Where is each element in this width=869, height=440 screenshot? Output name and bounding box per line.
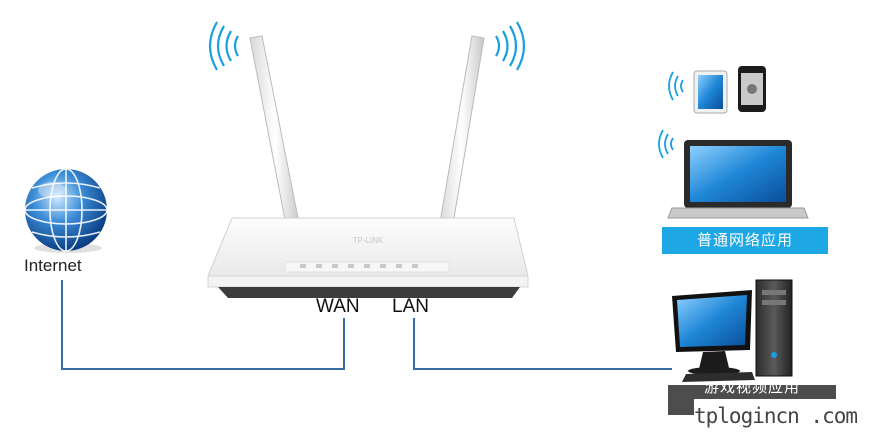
router-brand-logo: TP-LINK xyxy=(353,236,384,245)
wifi-waves-right-icon xyxy=(495,21,526,71)
desktop-computer-icon xyxy=(672,279,793,382)
wifi-waves-left-icon xyxy=(208,21,239,71)
game-video-apps-text: 游戏视频应用 xyxy=(703,385,800,396)
tablet-icon xyxy=(693,70,728,114)
internet-globe-icon xyxy=(24,168,108,253)
router-icon: TP-LINK xyxy=(207,21,529,298)
lan-to-desktop-cable xyxy=(413,318,672,370)
phone-icon xyxy=(738,66,766,112)
cables xyxy=(61,280,672,370)
normal-apps-banner: 普通网络应用 xyxy=(662,227,828,254)
wan-port-label: WAN xyxy=(316,296,360,317)
wifi-waves-mobile-icon xyxy=(668,71,684,101)
mobile-devices-icon xyxy=(668,66,766,114)
laptop-icon xyxy=(658,129,809,219)
wifi-waves-laptop-icon xyxy=(658,129,674,159)
lan-port-label: LAN xyxy=(392,296,429,317)
internet-label: Internet xyxy=(24,256,82,275)
internet-to-wan-cable xyxy=(61,280,345,370)
site-watermark: tplogincn .com xyxy=(694,399,869,433)
